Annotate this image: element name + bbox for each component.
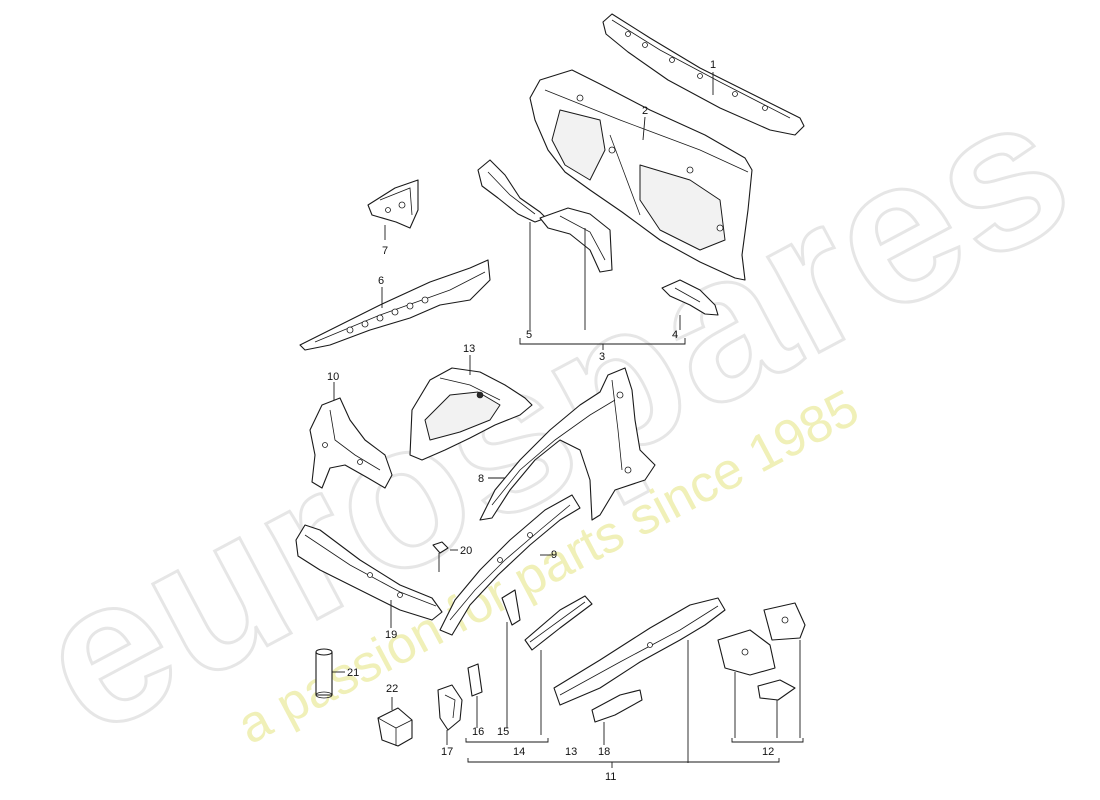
part-5-panel-section [477,159,547,223]
part-6-rail-member [299,259,491,351]
callout-2: 2 [642,105,648,117]
part-1-cowl-upper-panel [602,13,805,136]
part-16-plate [467,663,483,697]
callout-10: 10 [327,371,339,383]
callout-8: 8 [478,473,484,485]
part-8-side-frame [479,367,656,521]
part-14-sill-inner [524,595,593,651]
part-21-foam-plug [315,648,333,699]
part-19-cross-member [295,524,443,621]
part-3-tunnel-section [539,207,613,273]
callout-13-upper: 13 [463,343,475,355]
callout-18: 18 [598,746,610,758]
callout-3: 3 [599,351,605,363]
part-17-bracket [437,684,463,731]
callout-13-lower: 13 [565,746,577,758]
callout-11: 11 [605,771,616,783]
part-12-bracket-set [717,602,806,701]
part-15-bracket [501,589,521,626]
callout-labels: 1 2 3 4 5 6 7 8 9 10 11 12 13 13 14 15 1… [327,59,774,783]
callout-20: 20 [460,545,472,557]
callout-14: 14 [513,746,525,758]
callout-19: 19 [385,629,397,641]
part-7-bracket [367,179,419,229]
callout-5: 5 [526,329,532,341]
callout-7: 7 [382,245,388,257]
part-18-reinforcement [591,689,643,723]
callout-21: 21 [347,667,359,679]
callout-16: 16 [472,726,484,738]
part-22-mount-block [377,707,413,747]
callout-1: 1 [710,59,716,71]
part-4-end-section [661,279,719,316]
callout-4: 4 [672,329,678,341]
part-2-bulkhead-panel [529,69,753,281]
leader-lines [332,72,804,768]
callout-15: 15 [497,726,509,738]
callout-12: 12 [762,746,774,758]
part-20-bolt [432,541,449,572]
part-10-pillar-bracket [309,397,393,489]
callout-6: 6 [378,275,384,287]
callout-9: 9 [551,549,557,561]
callout-17: 17 [441,746,453,758]
callout-22: 22 [386,683,398,695]
part-13-wheel-housing [409,367,533,461]
part-9-curved-rail [439,494,581,636]
part-longitudinal-member [553,597,726,706]
